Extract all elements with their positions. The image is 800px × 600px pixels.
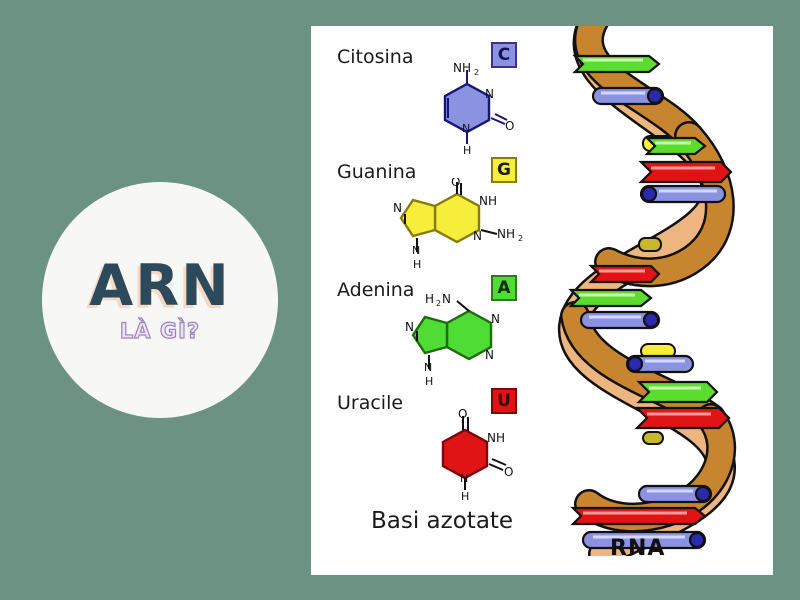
svg-text:NH: NH — [497, 227, 515, 241]
panel-caption: Basi azotate — [371, 508, 514, 534]
svg-text:H: H — [461, 490, 469, 503]
svg-text:N: N — [491, 312, 500, 326]
rna-diagram-caption: RNA — [610, 536, 666, 561]
svg-text:N: N — [462, 122, 470, 135]
svg-text:H: H — [425, 375, 433, 388]
base-label-adenina: Adenina — [337, 279, 415, 301]
svg-text:NH: NH — [453, 62, 471, 75]
page-subtitle: LÀ GÌ? — [119, 319, 201, 343]
title-circle-card: ARN LÀ GÌ? — [42, 182, 278, 418]
svg-text:2: 2 — [436, 299, 441, 308]
svg-text:O: O — [504, 465, 513, 479]
svg-text:N: N — [485, 348, 494, 362]
base-label-uracile: Uracile — [337, 392, 404, 414]
base-badge-g: G — [491, 157, 517, 183]
svg-text:O: O — [458, 407, 467, 421]
svg-text:N: N — [405, 320, 414, 334]
svg-text:N: N — [412, 244, 420, 257]
svg-text:N: N — [485, 87, 494, 101]
svg-text:N: N — [460, 472, 468, 485]
base-label-citosina: Citosina — [337, 46, 414, 68]
base-badge-c: C — [491, 42, 517, 68]
svg-text:NH: NH — [487, 431, 505, 445]
svg-text:O: O — [451, 178, 460, 189]
base-label-guanina: Guanina — [337, 161, 417, 183]
svg-text:N: N — [473, 229, 482, 243]
molecule-adenine: H 2 N N N N N H — [405, 292, 500, 388]
base-badge-a: A — [491, 275, 517, 301]
svg-text:N: N — [393, 201, 402, 215]
svg-text:NH: NH — [479, 194, 497, 208]
figure-panel: Citosina C NH 2 N O N H Guanina G — [311, 26, 773, 575]
molecule-cytosine: NH 2 N O N H — [443, 62, 514, 157]
svg-text:N: N — [442, 292, 451, 306]
svg-text:2: 2 — [518, 234, 523, 243]
svg-text:H: H — [463, 144, 471, 157]
svg-text:N: N — [424, 361, 432, 374]
page-title: ARN — [89, 253, 231, 319]
svg-text:O: O — [505, 119, 514, 133]
molecule-uracil: O NH O N H — [441, 407, 513, 503]
svg-text:2: 2 — [474, 68, 479, 77]
molecule-guanine: O NH N NH 2 N N H — [393, 178, 523, 271]
svg-text:H: H — [413, 258, 421, 271]
svg-text:H: H — [425, 292, 434, 306]
base-badge-u: U — [491, 388, 517, 414]
rna-helix-diagram — [558, 26, 736, 556]
